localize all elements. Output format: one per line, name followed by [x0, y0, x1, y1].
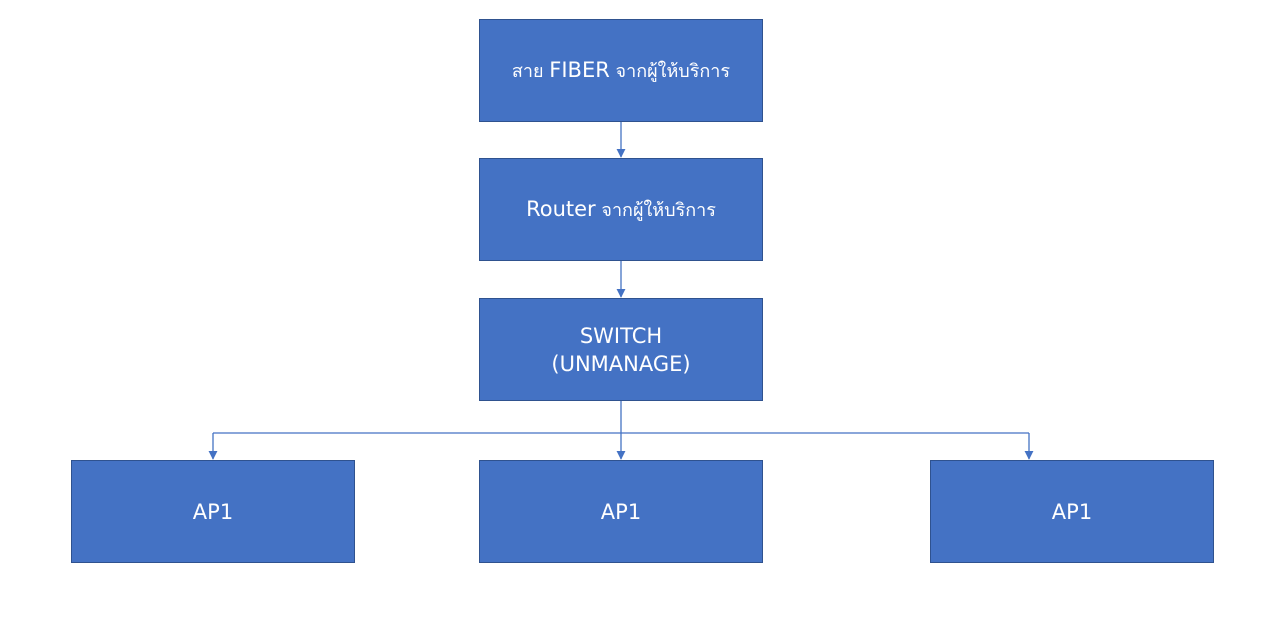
fiber-prefix: สาย — [511, 60, 550, 82]
switch-label-line1: SWITCH — [579, 323, 663, 348]
fiber-word: FIBER — [549, 57, 610, 82]
router-word: Router — [526, 196, 596, 221]
ap-left-label: AP1 — [192, 499, 234, 524]
node-switch[interactable]: SWITCH (UNMANAGE) — [479, 298, 763, 401]
router-suffix: จากผู้ให้บริการ — [595, 199, 716, 221]
node-fiber-provider[interactable]: สาย FIBER จากผู้ให้บริการ — [479, 19, 763, 122]
node-ap-right[interactable]: AP1 — [930, 460, 1214, 563]
node-router-label: Router จากผู้ให้บริการ — [526, 195, 716, 225]
fiber-suffix: จากผู้ให้บริการ — [609, 60, 731, 82]
node-ap-left[interactable]: AP1 — [71, 460, 355, 563]
node-ap-center[interactable]: AP1 — [479, 460, 763, 563]
node-router[interactable]: Router จากผู้ให้บริการ — [479, 158, 763, 261]
ap-right-label: AP1 — [1051, 499, 1093, 524]
node-fiber-label: สาย FIBER จากผู้ให้บริการ — [512, 56, 730, 86]
ap-center-label: AP1 — [600, 499, 642, 524]
switch-label-line2: (UNMANAGE) — [551, 351, 691, 376]
